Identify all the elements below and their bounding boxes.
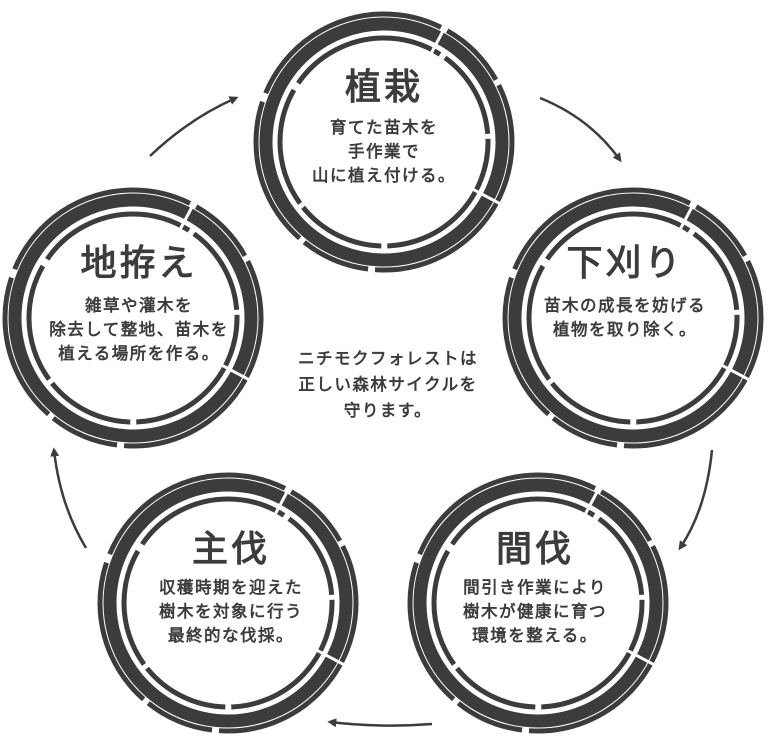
center-message: ニチモクフォレストは 正しい森林サイクルを 守ります。 [298,349,478,420]
node-title-weeding: 下刈り [566,243,684,284]
node-thinning: 間伐 間引き作業により 樹木が健康に育つ 環境を整える。 [410,530,660,648]
node-title-harvest: 主伐 [191,529,270,570]
node-rings [2,11,764,734]
node-site-prep: 地拵え 雑草や灌木を 除去して整地、苗木を 植える場所を作る。 [14,244,264,366]
node-planting: 植栽 育てた苗木を 手作業で 山に植え付ける。 [264,68,504,188]
node-desc-harvest: 収穫時期を迎えた 樹木を対象に行う 最終的な伐採。 [159,578,303,645]
node-weeding: 下刈り 苗木の成長を妨げる 植物を取り除く。 [500,244,750,342]
arrow-planting-to-weeding [539,96,622,163]
node-title-site-prep: 地拵え [80,243,198,284]
node-title-thinning: 間伐 [495,529,574,570]
ring-planting [253,11,515,273]
node-desc-weeding: 苗木の成長を妨げる 植物を取り除く。 [544,296,706,339]
node-desc-planting: 育てた苗木を 手作業で 山に植え付ける。 [312,118,456,185]
arrow-weeding-to-thinning [678,449,714,551]
arrow-harvest-to-site-prep [50,447,88,549]
ring-weeding [502,187,764,449]
arrow-thinning-to-harvest [327,718,433,728]
node-title-planting: 植栽 [344,67,423,108]
ring-site-prep [2,187,264,449]
ring-thinning [407,472,669,734]
node-harvest: 主伐 収穫時期を迎えた 樹木を対象に行う 最終的な伐採。 [106,530,356,648]
cycle-arrows [50,96,714,728]
node-desc-site-prep: 雑草や灌木を 除去して整地、苗木を 植える場所を作る。 [49,296,229,363]
node-desc-thinning: 間引き作業により 樹木が健康に育つ 環境を整える。 [463,578,607,645]
arrow-site-prep-to-planting [149,96,239,157]
ring-harvest [97,472,359,734]
